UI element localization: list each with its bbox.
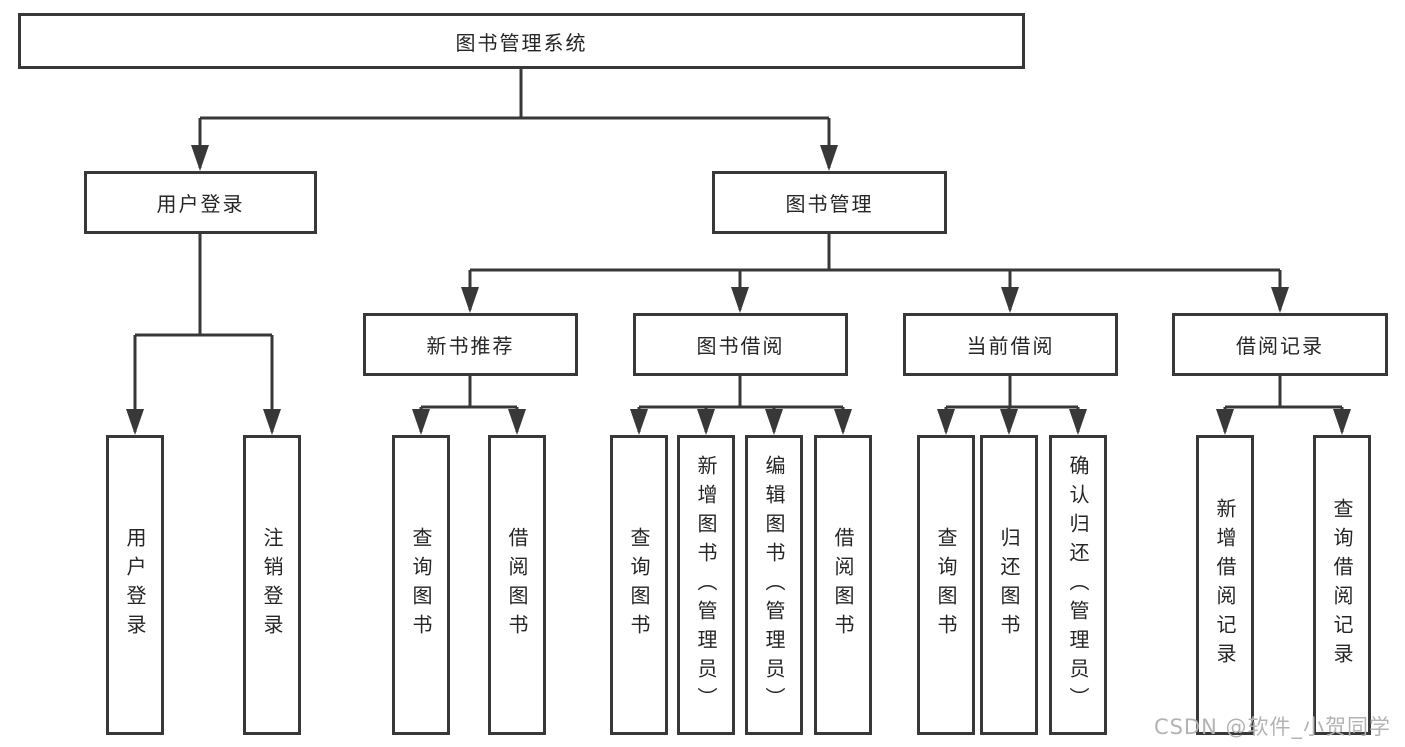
node-label: 图书管理	[785, 192, 874, 216]
node-label: 归还图书	[997, 527, 1021, 643]
connector-records-to-leaves	[1216, 376, 1351, 435]
arrowhead	[508, 409, 526, 435]
node-leaf-return-book: 归还图书	[980, 435, 1038, 735]
node-root-library-system: 图书管理系统	[18, 13, 1025, 69]
node-label: 编辑图书（管理员）	[762, 454, 786, 716]
arrowhead	[1333, 409, 1351, 435]
connector-newbook-to-leaves	[412, 376, 526, 435]
node-leaf-edit-book-admin: 编辑图书（管理员）	[745, 435, 803, 735]
node-book-borrowing: 图书借阅	[633, 313, 848, 376]
node-label: 用户登录	[123, 527, 147, 643]
arrowhead	[1001, 287, 1019, 313]
node-label: 借阅图书	[505, 527, 529, 643]
node-label: 新书推荐	[426, 334, 515, 358]
node-label: 图书借阅	[696, 334, 785, 358]
node-label: 借阅记录	[1236, 334, 1324, 358]
node-leaf-user-login: 用户登录	[106, 435, 164, 735]
node-label: 图书管理系统	[455, 30, 588, 55]
node-label: 查询图书	[409, 527, 433, 643]
node-current-borrowing: 当前借阅	[903, 313, 1118, 376]
connector-management-to-level3	[461, 234, 1289, 313]
node-leaf-add-borrow-record: 新增借阅记录	[1196, 435, 1254, 735]
node-leaf-query-books-recommend: 查询图书	[392, 435, 450, 735]
arrowhead	[834, 409, 852, 435]
csdn-watermark: CSDN @软件_小贺同学	[1153, 715, 1391, 739]
connector-current-to-leaves	[937, 376, 1087, 435]
arrowhead	[630, 409, 648, 435]
node-label: 借阅图书	[831, 527, 855, 643]
arrowhead	[937, 409, 955, 435]
arrowhead	[697, 409, 715, 435]
node-book-management: 图书管理	[712, 171, 947, 234]
node-label: 用户登录	[156, 192, 245, 216]
connector-borrow-to-leaves	[630, 376, 852, 435]
arrowhead	[191, 145, 209, 171]
arrowhead	[263, 409, 281, 435]
node-leaf-borrow-books-recommend: 借阅图书	[488, 435, 546, 735]
arrowhead	[820, 145, 838, 171]
arrowhead	[1000, 409, 1018, 435]
node-user-login: 用户登录	[84, 171, 317, 234]
arrowhead	[1271, 287, 1289, 313]
node-label: 新增借阅记录	[1213, 498, 1237, 672]
node-label: 查询图书	[627, 527, 651, 643]
node-label: 查询图书	[934, 527, 958, 643]
node-new-book-recommend: 新书推荐	[363, 313, 578, 376]
node-leaf-query-books-current: 查询图书	[917, 435, 975, 735]
node-borrowing-records: 借阅记录	[1172, 313, 1388, 376]
node-label: 查询借阅记录	[1330, 498, 1354, 672]
arrowhead	[461, 287, 479, 313]
node-label: 新增图书（管理员）	[694, 454, 718, 716]
connector-root-to-level2	[191, 69, 838, 171]
connector-login-to-leaves	[126, 234, 281, 435]
node-leaf-confirm-return-admin: 确认归还（管理员）	[1049, 435, 1107, 735]
arrowhead	[412, 409, 430, 435]
node-leaf-add-book-admin: 新增图书（管理员）	[677, 435, 735, 735]
node-leaf-query-books-borrow: 查询图书	[610, 435, 668, 735]
node-leaf-borrow-books: 借阅图书	[814, 435, 872, 735]
arrowhead	[765, 409, 783, 435]
node-leaf-query-borrow-record: 查询借阅记录	[1313, 435, 1371, 735]
node-label: 注销登录	[260, 527, 284, 643]
arrowhead	[1216, 409, 1234, 435]
node-label: 确认归还（管理员）	[1066, 454, 1090, 716]
arrowhead	[731, 287, 749, 313]
arrowhead	[126, 409, 144, 435]
node-leaf-logout: 注销登录	[243, 435, 301, 735]
node-label: 当前借阅	[966, 334, 1055, 358]
arrowhead	[1069, 409, 1087, 435]
